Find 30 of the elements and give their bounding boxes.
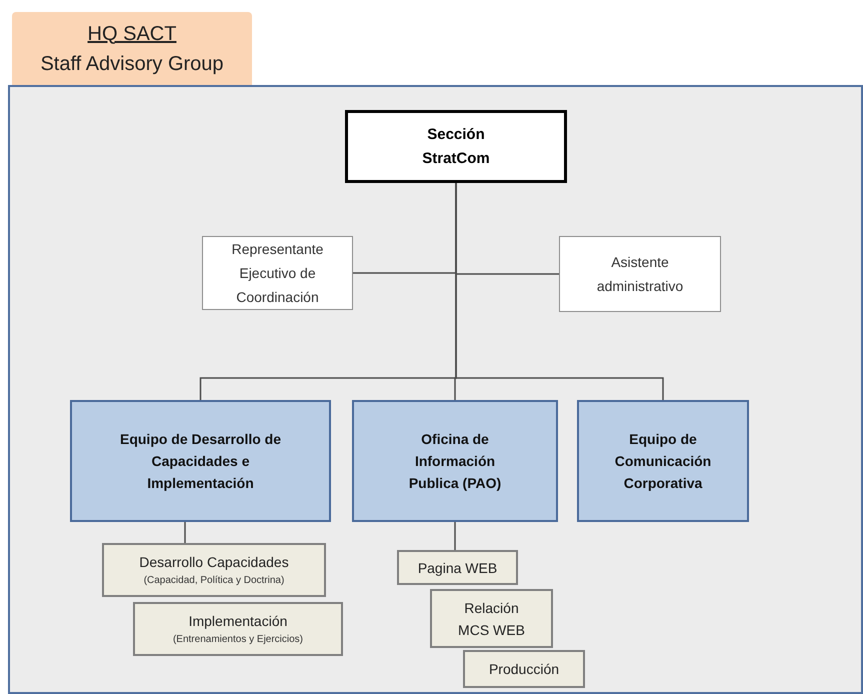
box-label: Sección StratCom <box>421 124 491 168</box>
team-box <box>352 400 558 522</box>
unit-box <box>102 543 326 597</box>
box-label: Relación MCS WEB <box>457 598 526 640</box>
unit-box <box>463 650 585 688</box>
box-label: Oficina de Información Publica (PAO) <box>408 430 502 493</box>
team-box <box>70 400 331 522</box>
unit-box <box>430 589 553 648</box>
box-label: Equipo de Comunicación Corporativa <box>614 430 712 493</box>
box-label: Asistente administrativo <box>596 253 684 296</box>
group-title: HQ SACT <box>88 22 176 46</box>
group-header-tab <box>12 12 252 85</box>
box-label: Equipo de Desarrollo de Capacidades e Implementación <box>118 430 282 493</box>
staff-box <box>559 236 721 312</box>
box-sublabel: (Capacidad, Política y Doctrina) <box>144 574 284 588</box>
box-label: Desarrollo Capacidades <box>139 553 289 572</box>
box-sublabel: (Entrenamientos y Ejercicios) <box>172 633 304 647</box>
group-panel <box>8 85 863 694</box>
connector-line <box>454 522 456 550</box>
section-box <box>345 110 567 183</box>
unit-box <box>133 602 343 656</box>
staff-box <box>202 236 353 310</box>
connector-line <box>184 522 186 543</box>
box-label: Producción <box>488 660 560 679</box>
box-label: Implementación <box>188 612 288 631</box>
box-label: Pagina WEB <box>418 558 498 578</box>
box-label: Representante Ejecutivo de Coordinación <box>230 240 324 307</box>
team-box <box>577 400 749 522</box>
group-subtitle: Staff Advisory Group <box>40 52 224 76</box>
unit-box <box>397 550 518 585</box>
